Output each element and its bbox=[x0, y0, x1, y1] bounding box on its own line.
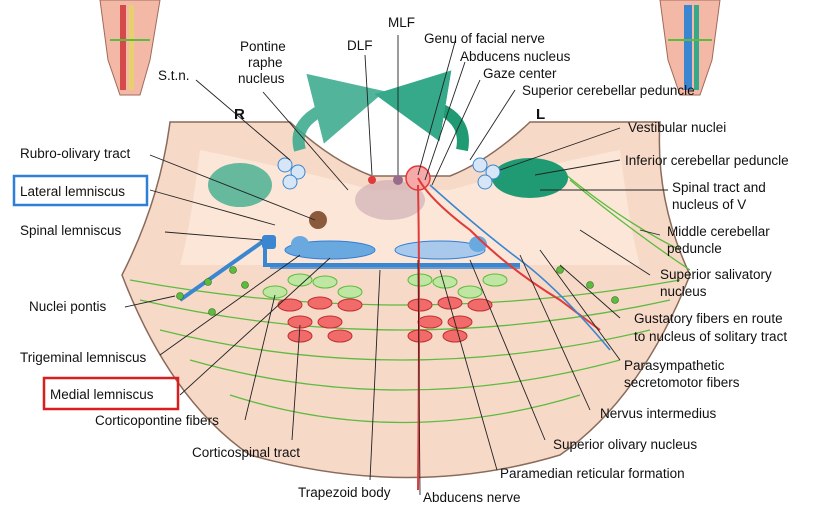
abducens-nerve-path bbox=[417, 184, 420, 491]
dlf-dot bbox=[368, 176, 376, 184]
superior-cerebellar-peduncle-left-arrow bbox=[374, 70, 469, 152]
label-pontine-raphe-1: Pontine bbox=[240, 39, 286, 54]
medial-lemniscus-highlight-box bbox=[42, 376, 180, 411]
label-rubro-olivary: Rubro-olivary tract bbox=[20, 146, 131, 161]
nuclei-pontis-markers bbox=[176, 266, 619, 316]
corticospinal-bundles bbox=[277, 296, 493, 343]
label-nervus-intermedius: Nervus intermedius bbox=[600, 406, 717, 421]
inferior-cerebellar-peduncle-left bbox=[492, 158, 568, 198]
superior-olivary-left bbox=[469, 236, 487, 252]
raphe-region bbox=[355, 180, 425, 220]
label-s-t-n: S.t.n. bbox=[158, 68, 190, 83]
brainstem-thumbnail-right bbox=[659, 0, 721, 96]
label-corticopontine: Corticopontine fibers bbox=[95, 413, 219, 428]
label-middle-cerebellar-1: Middle cerebellar bbox=[667, 224, 770, 239]
label-dlf: DLF bbox=[347, 38, 373, 53]
label-paramedian-reticular: Paramedian reticular formation bbox=[500, 466, 685, 481]
lateral-lemniscus-highlight-box bbox=[12, 174, 149, 207]
label-trapezoid-body: Trapezoid body bbox=[298, 485, 391, 500]
leader-lines bbox=[124, 35, 668, 496]
label-spinal-tract-v-2: nucleus of V bbox=[672, 197, 746, 212]
label-gustatory-2: to nucleus of solitary tract bbox=[634, 329, 787, 344]
label-middle-cerebellar-2: peduncle bbox=[667, 241, 722, 256]
label-parasympathetic-2: secretomotor fibers bbox=[624, 375, 740, 390]
label-mlf: MLF bbox=[388, 15, 415, 30]
rubro-olivary-nucleus bbox=[309, 211, 327, 229]
label-superior-salivatory-1: Superior salivatory bbox=[660, 267, 772, 282]
label-gustatory-1: Gustatory fibers en route bbox=[634, 311, 783, 326]
label-spinal-tract-v-1: Spinal tract and bbox=[672, 180, 766, 195]
brainstem-thumbnail-left bbox=[99, 0, 161, 96]
label-superior-olivary: Superior olivary nucleus bbox=[553, 437, 697, 452]
label-pontine-raphe-2: raphe bbox=[248, 55, 283, 70]
label-superior-salivatory-2: nucleus bbox=[660, 284, 707, 299]
orientation-left-letter: L bbox=[536, 106, 545, 123]
label-medial-lemniscus: Medial lemniscus bbox=[50, 387, 154, 402]
vestibular-nuclei-clusters bbox=[277, 157, 501, 190]
superior-olivary-right bbox=[291, 236, 309, 252]
label-parasympathetic-1: Parasympathetic bbox=[624, 358, 725, 373]
label-trigeminal-lemniscus: Trigeminal lemniscus bbox=[20, 350, 147, 365]
label-vestibular-nuclei: Vestibular nuclei bbox=[628, 120, 726, 135]
label-superior-cerebellar-peduncle: Superior cerebellar peduncle bbox=[522, 83, 695, 98]
label-pontine-raphe-3: nucleus bbox=[238, 71, 285, 86]
corticopontine-bundles bbox=[262, 273, 508, 299]
nervus-intermedius-path bbox=[429, 184, 611, 351]
inferior-cerebellar-peduncle-right bbox=[208, 163, 272, 207]
label-inferior-cerebellar: Inferior cerebellar peduncle bbox=[625, 153, 789, 168]
label-genu-facial: Genu of facial nerve bbox=[424, 31, 545, 46]
label-abducens-nerve: Abducens nerve bbox=[423, 490, 521, 505]
label-lateral-lemniscus: Lateral lemniscus bbox=[20, 184, 125, 199]
lateral-lemniscus-path bbox=[178, 236, 520, 302]
label-spinal-lemniscus: Spinal lemniscus bbox=[20, 223, 122, 238]
orientation-right-letter: R bbox=[234, 106, 245, 123]
label-gaze-center: Gaze center bbox=[483, 66, 557, 81]
label-nuclei-pontis: Nuclei pontis bbox=[29, 299, 107, 314]
label-abducens-nucleus: Abducens nucleus bbox=[460, 49, 571, 64]
mlf-dot bbox=[393, 175, 403, 185]
facial-nerve-path bbox=[417, 177, 601, 331]
label-corticospinal: Corticospinal tract bbox=[192, 445, 300, 460]
superior-cerebellar-peduncle-right-arrow bbox=[292, 73, 385, 152]
